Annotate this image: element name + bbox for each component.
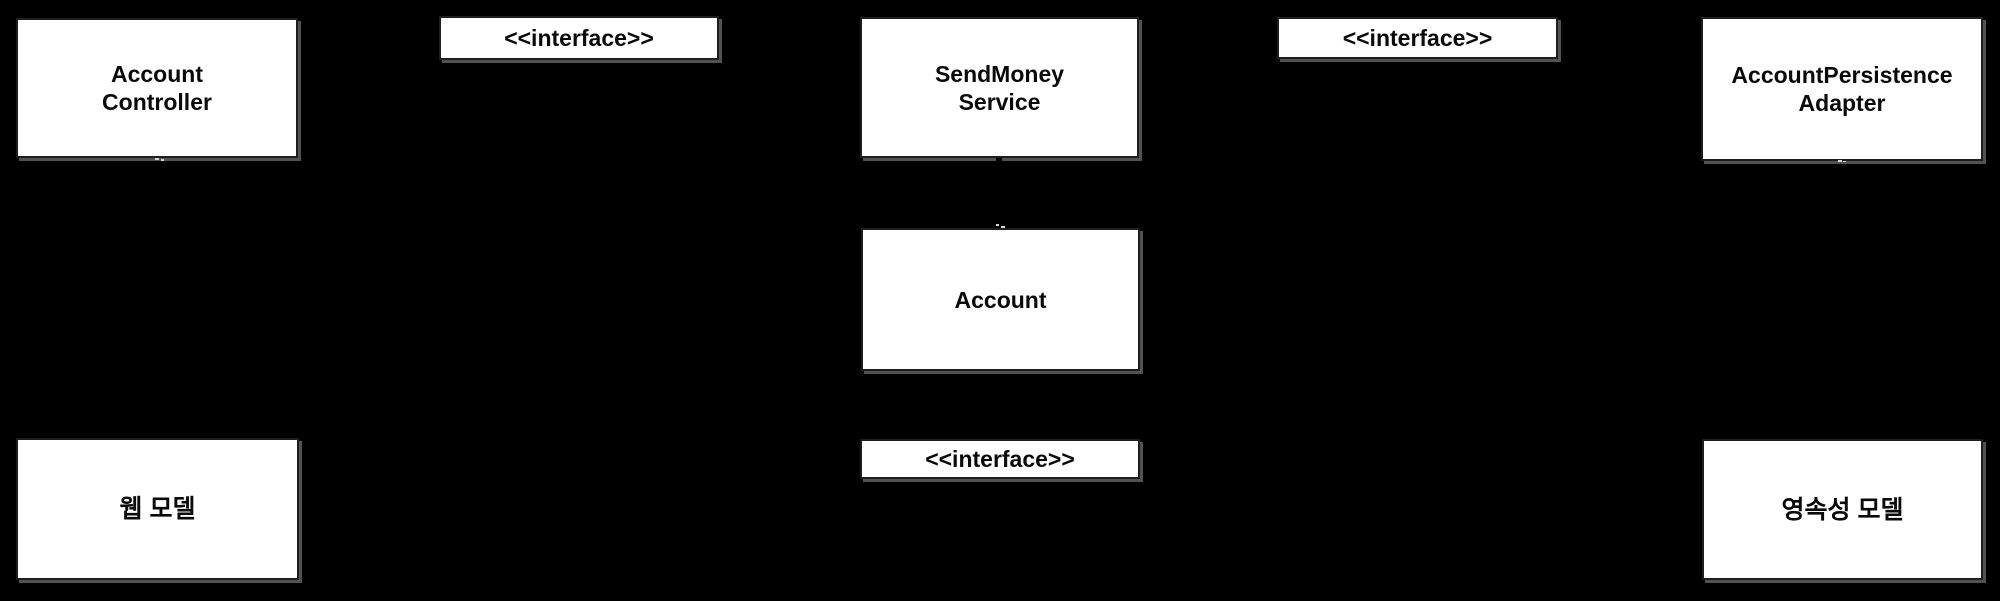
node-web-model: 웹 모델 [16, 438, 299, 580]
node-interface-stereotype-top-right: <<interface>> [1277, 17, 1558, 59]
node-persistence-model: 영속성 모델 [1702, 439, 1983, 580]
arrow-artifact-dot [1838, 160, 1842, 162]
arrow-artifact-dot [996, 224, 999, 226]
arrow-artifact-dot [1001, 226, 1005, 228]
node-interface-stereotype-bottom: <<interface>> [860, 439, 1140, 479]
node-account-persistence-adapter: AccountPersistence Adapter [1701, 17, 1983, 161]
arrow-attachment-notch [996, 158, 1002, 161]
node-account-entity: Account [861, 228, 1140, 371]
node-send-money-service: SendMoney Service [860, 17, 1139, 158]
arrow-artifact-dot [155, 158, 159, 160]
node-account-controller: Account Controller [16, 18, 298, 158]
arrow-artifact-dot [161, 159, 164, 161]
arrow-artifact-dot [1843, 161, 1846, 162]
node-interface-stereotype-top-left: <<interface>> [439, 16, 719, 60]
